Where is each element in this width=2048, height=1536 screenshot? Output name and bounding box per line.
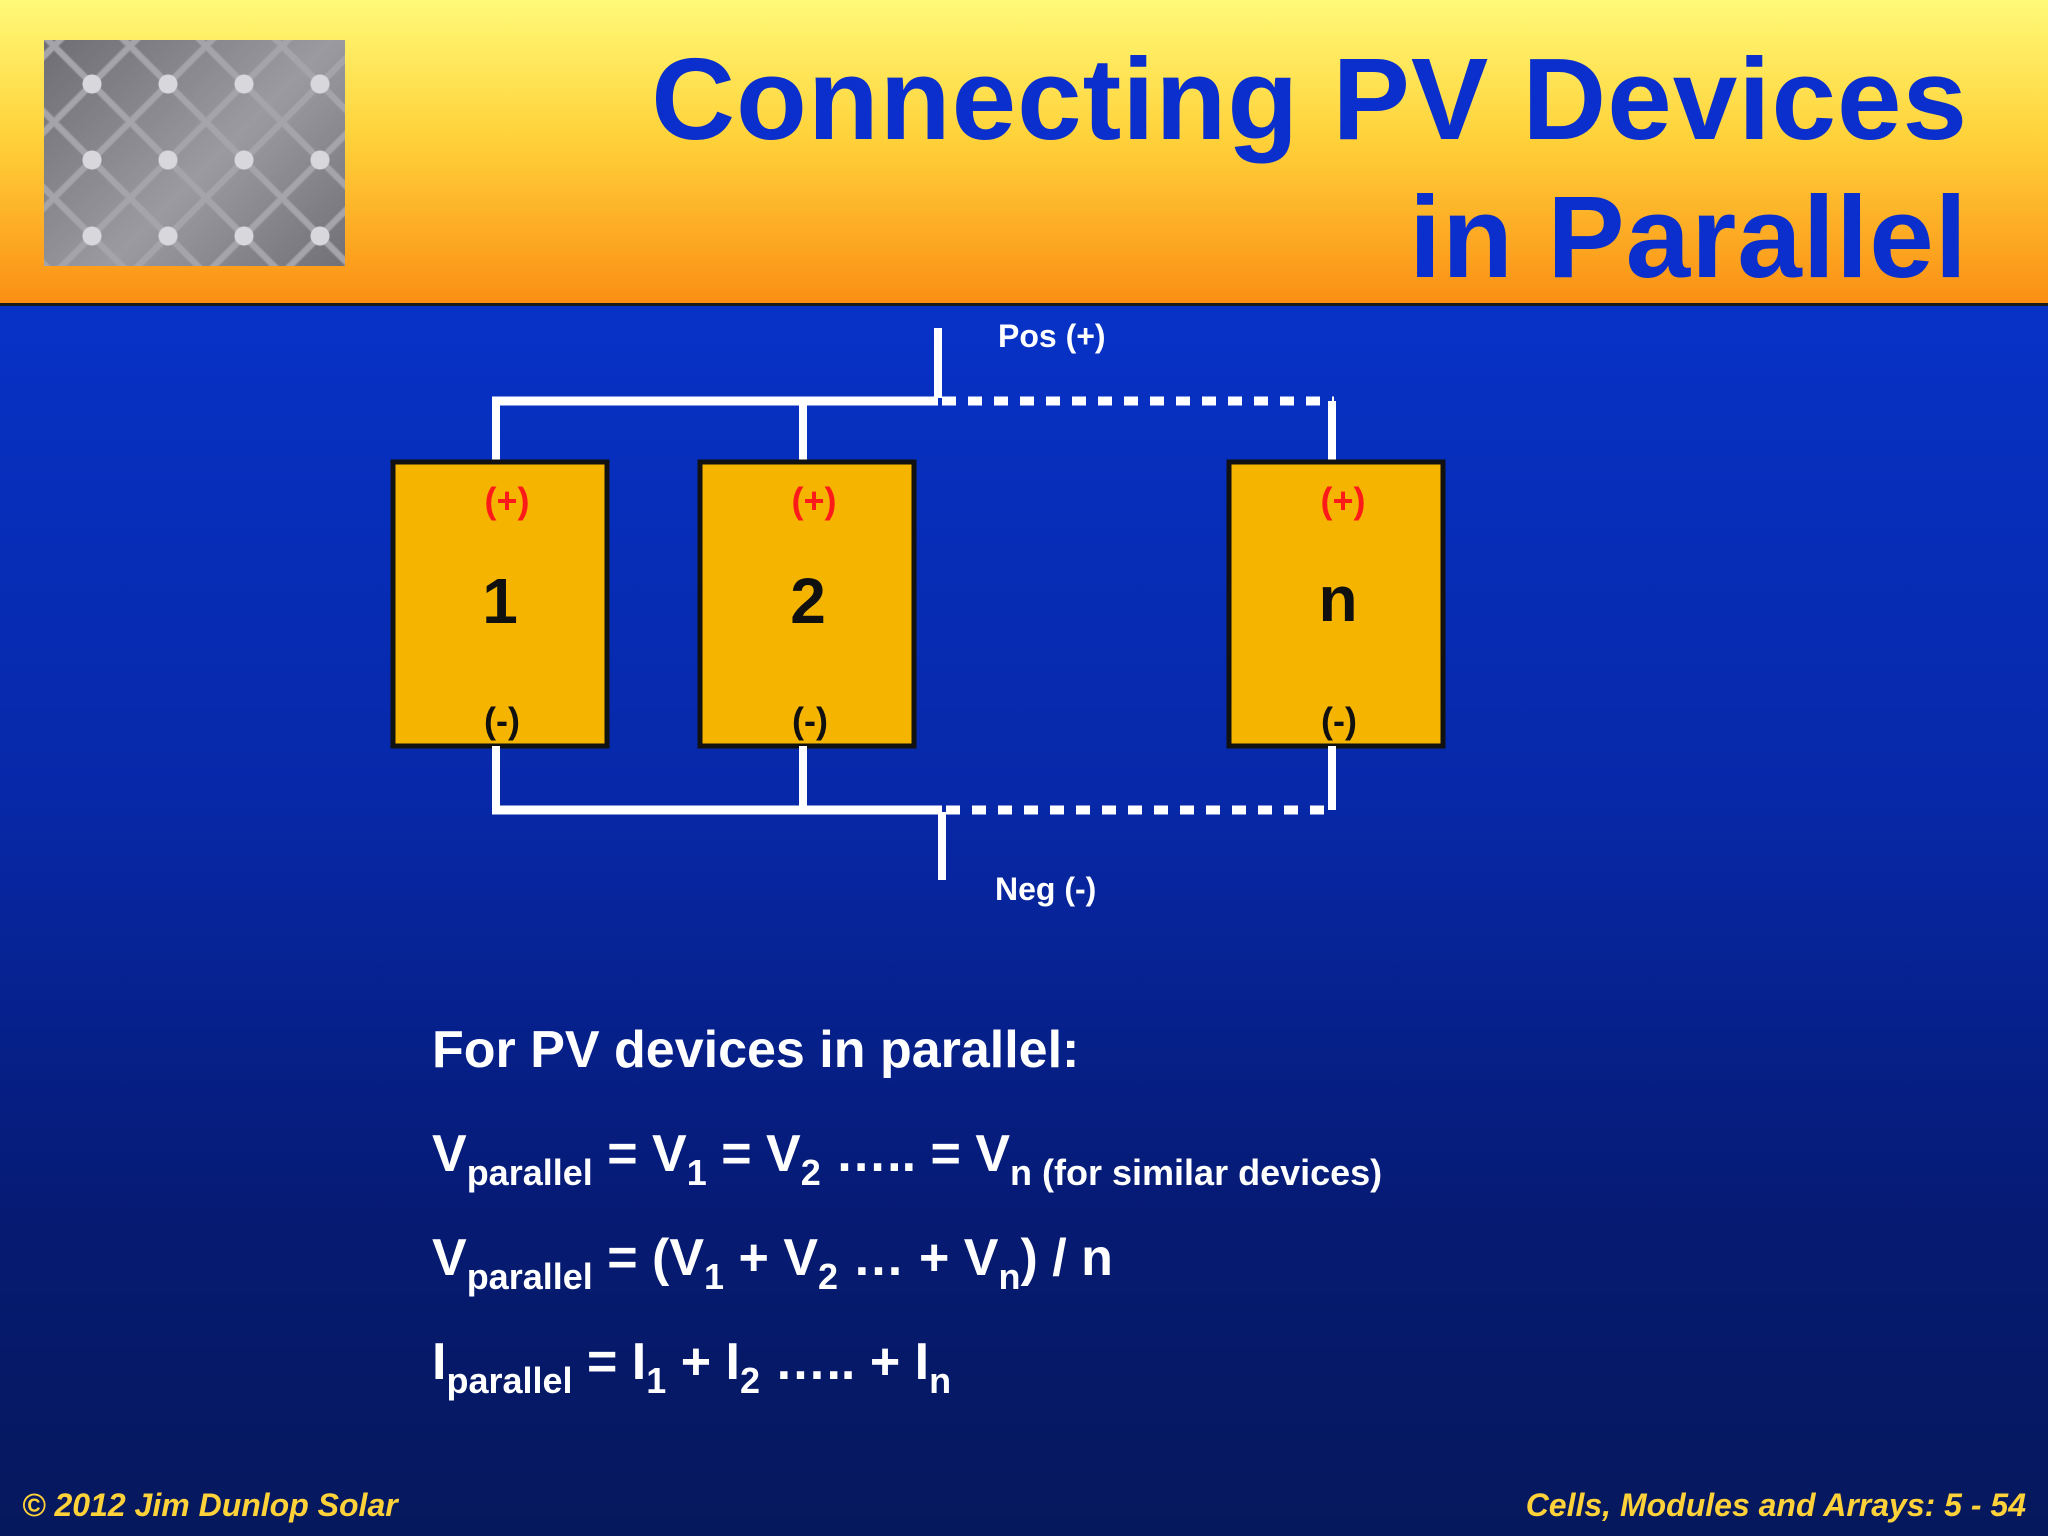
title-line-2: in Parallel: [1408, 172, 1968, 302]
slide-title: Connecting PV Devices in Parallel: [568, 30, 1968, 306]
slide-body: [0, 306, 2048, 1536]
device-box-n: [1226, 459, 1446, 749]
solar-cell-photo: [44, 40, 345, 266]
title-line-1: Connecting PV Devices: [651, 34, 1968, 164]
device-box-1: [390, 459, 610, 749]
device-box-2: [697, 459, 917, 749]
slide-header: Connecting PV Devices in Parallel: [0, 0, 2048, 306]
